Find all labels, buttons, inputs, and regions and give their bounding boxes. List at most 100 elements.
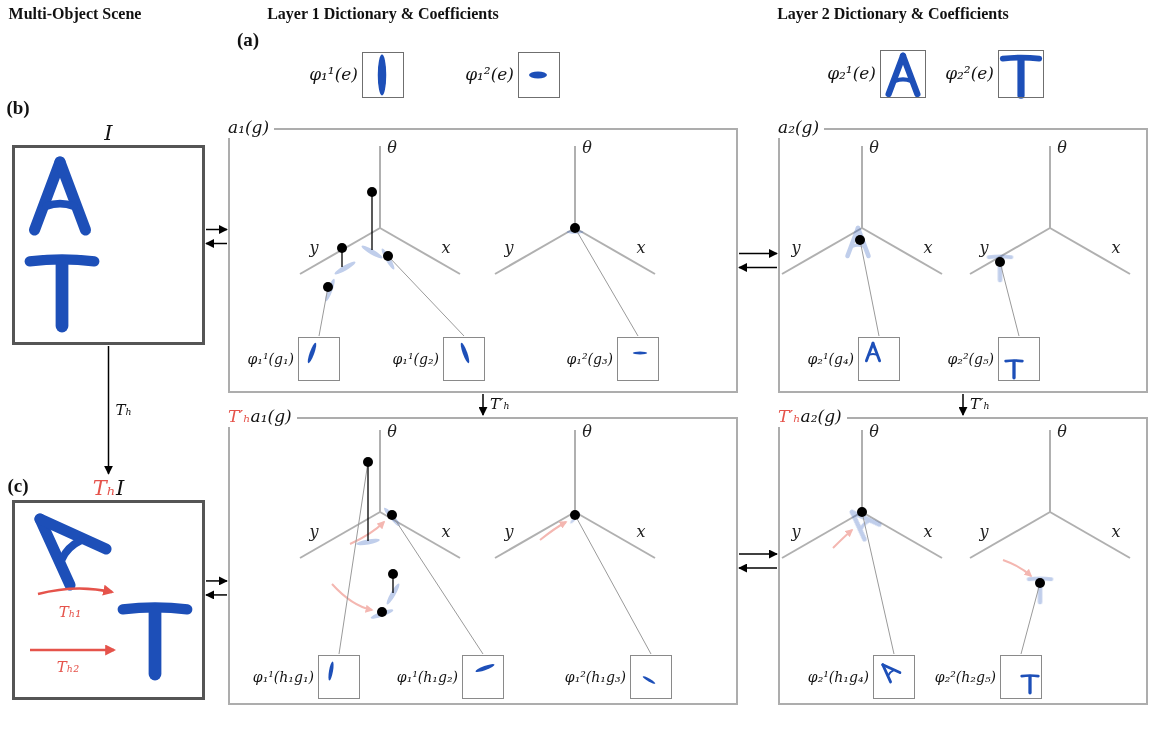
coefficient-dot	[570, 223, 580, 233]
leader-line	[860, 240, 879, 336]
transform-label: Tₕ₂	[57, 659, 80, 676]
axis-label: y	[504, 239, 513, 257]
label-group: φ₂¹(h₁g₄)	[808, 669, 869, 685]
panel-tag: (b)	[6, 98, 29, 119]
axis-label: θ	[869, 423, 879, 441]
label-group: φ₁¹(g₂)	[392, 351, 439, 367]
axis-frames	[300, 146, 1130, 558]
node-label: φ₁¹(g₂)	[392, 351, 439, 367]
transform-label: T′ₕ	[968, 396, 992, 413]
node-label: φ₂²(e)	[945, 64, 994, 84]
coefficient-dot	[995, 257, 1005, 267]
node-label: φ₂¹(g₄)	[807, 351, 854, 367]
bar-atom	[306, 342, 318, 364]
leader-line	[388, 256, 464, 336]
stem-line	[367, 462, 368, 541]
atom-box: φ₁²(h₁g₃)	[630, 655, 672, 699]
letter-a-shape	[878, 660, 900, 682]
label-group: a₁(g)	[226, 118, 274, 138]
node-label: φ₁²(h₁g₃)	[565, 669, 626, 685]
letter-a-shape	[35, 162, 86, 230]
label-group: φ₁²(e)	[465, 65, 514, 85]
coefficient-panel: a₂(g)φ₂¹(g₄)φ₂²(g₅)	[778, 128, 1148, 393]
coefficient-dot	[855, 235, 865, 245]
axis-label: θ	[387, 139, 397, 157]
axis-frame	[300, 146, 460, 274]
scene-box: I	[12, 145, 205, 345]
node-label: φ₂²(h₂g₅)	[935, 669, 996, 685]
connector-arrow	[962, 394, 964, 415]
bar-atom	[333, 260, 356, 276]
label-group: φ₁¹(h₁g₂)	[397, 669, 458, 685]
atom-box: φ₂²(g₅)	[998, 337, 1040, 381]
axis-label: y	[309, 523, 318, 541]
label-group: φ₁²(h₁g₃)	[565, 669, 626, 685]
letter-a-shape	[889, 56, 918, 94]
node-label: φ₁²(e)	[465, 65, 514, 85]
coefficient-panel: T′ₕa₂(g)φ₂¹(h₁g₄)φ₂²(h₂g₅)	[778, 417, 1148, 705]
axis-label: y	[309, 239, 318, 257]
axis-frame	[495, 430, 655, 558]
atom-box: φ₂²(h₂g₅)	[1000, 655, 1042, 699]
atom-box: φ₁²(g₃)	[617, 337, 659, 381]
axis-label: y	[791, 523, 800, 541]
bar-atom	[380, 247, 396, 270]
dictionary-box: φ₂¹(e)	[880, 50, 926, 98]
transform-arrow	[38, 588, 112, 594]
leader-line	[319, 287, 328, 336]
leader-line	[575, 515, 651, 654]
atom-box: φ₂¹(g₄)	[858, 337, 900, 381]
axis-frame	[782, 146, 942, 274]
axis-label: x	[636, 239, 645, 257]
motion-arrow	[540, 522, 566, 540]
node-label: φ₁¹(e)	[309, 65, 358, 85]
axis-label: y	[504, 523, 513, 541]
connector-arrow	[206, 229, 227, 231]
leader-line	[339, 462, 368, 654]
letter-t-shape	[30, 259, 95, 326]
label-group: φ₂²(h₂g₅)	[935, 669, 996, 685]
node-label: a₂(g)	[801, 407, 842, 427]
coefficient-dot	[367, 187, 377, 197]
axis-label: θ	[1057, 139, 1067, 157]
atom-box: φ₁¹(g₁)	[298, 337, 340, 381]
axis-label: x	[1111, 523, 1120, 541]
node-label: a₁(g)	[251, 407, 292, 427]
leader-line	[862, 512, 894, 654]
dictionary-box: φ₁¹(e)	[362, 52, 404, 98]
node-label: φ₁¹(h₁g₁)	[253, 669, 314, 685]
letter-a-shape	[866, 343, 879, 361]
node-label: a₁(g)	[228, 118, 269, 138]
coefficient-dot	[337, 243, 347, 253]
connector-arrow	[108, 346, 110, 474]
scene-box: TₕI	[12, 500, 205, 700]
atom-box: φ₁¹(h₁g₁)	[318, 655, 360, 699]
letter-t-shape	[1006, 361, 1023, 378]
connector-arrow	[739, 553, 777, 555]
connector-arrow	[206, 594, 227, 596]
axis-frame	[495, 146, 655, 274]
transform-arrow	[30, 649, 114, 652]
leader-lines	[319, 228, 1040, 654]
label-group: TₕI	[93, 476, 124, 500]
bar-atom	[475, 663, 495, 674]
axis-label: y	[791, 239, 800, 257]
letter-a-shape	[845, 505, 880, 540]
atom-thumbnails	[306, 342, 1038, 693]
node-label: I	[104, 121, 112, 145]
letter-t-shape	[1029, 578, 1052, 602]
coefficient-dot	[857, 507, 867, 517]
axis-frame	[782, 430, 942, 558]
node-label: φ₂¹(e)	[827, 64, 876, 84]
label-group: φ₂²(g₅)	[947, 351, 994, 367]
axis-label: x	[441, 239, 450, 257]
connector-arrow	[206, 243, 227, 245]
axis-label: θ	[387, 423, 397, 441]
axis-label: x	[923, 239, 932, 257]
node-label: a₂(g)	[778, 118, 819, 138]
coefficient-dot	[387, 510, 397, 520]
